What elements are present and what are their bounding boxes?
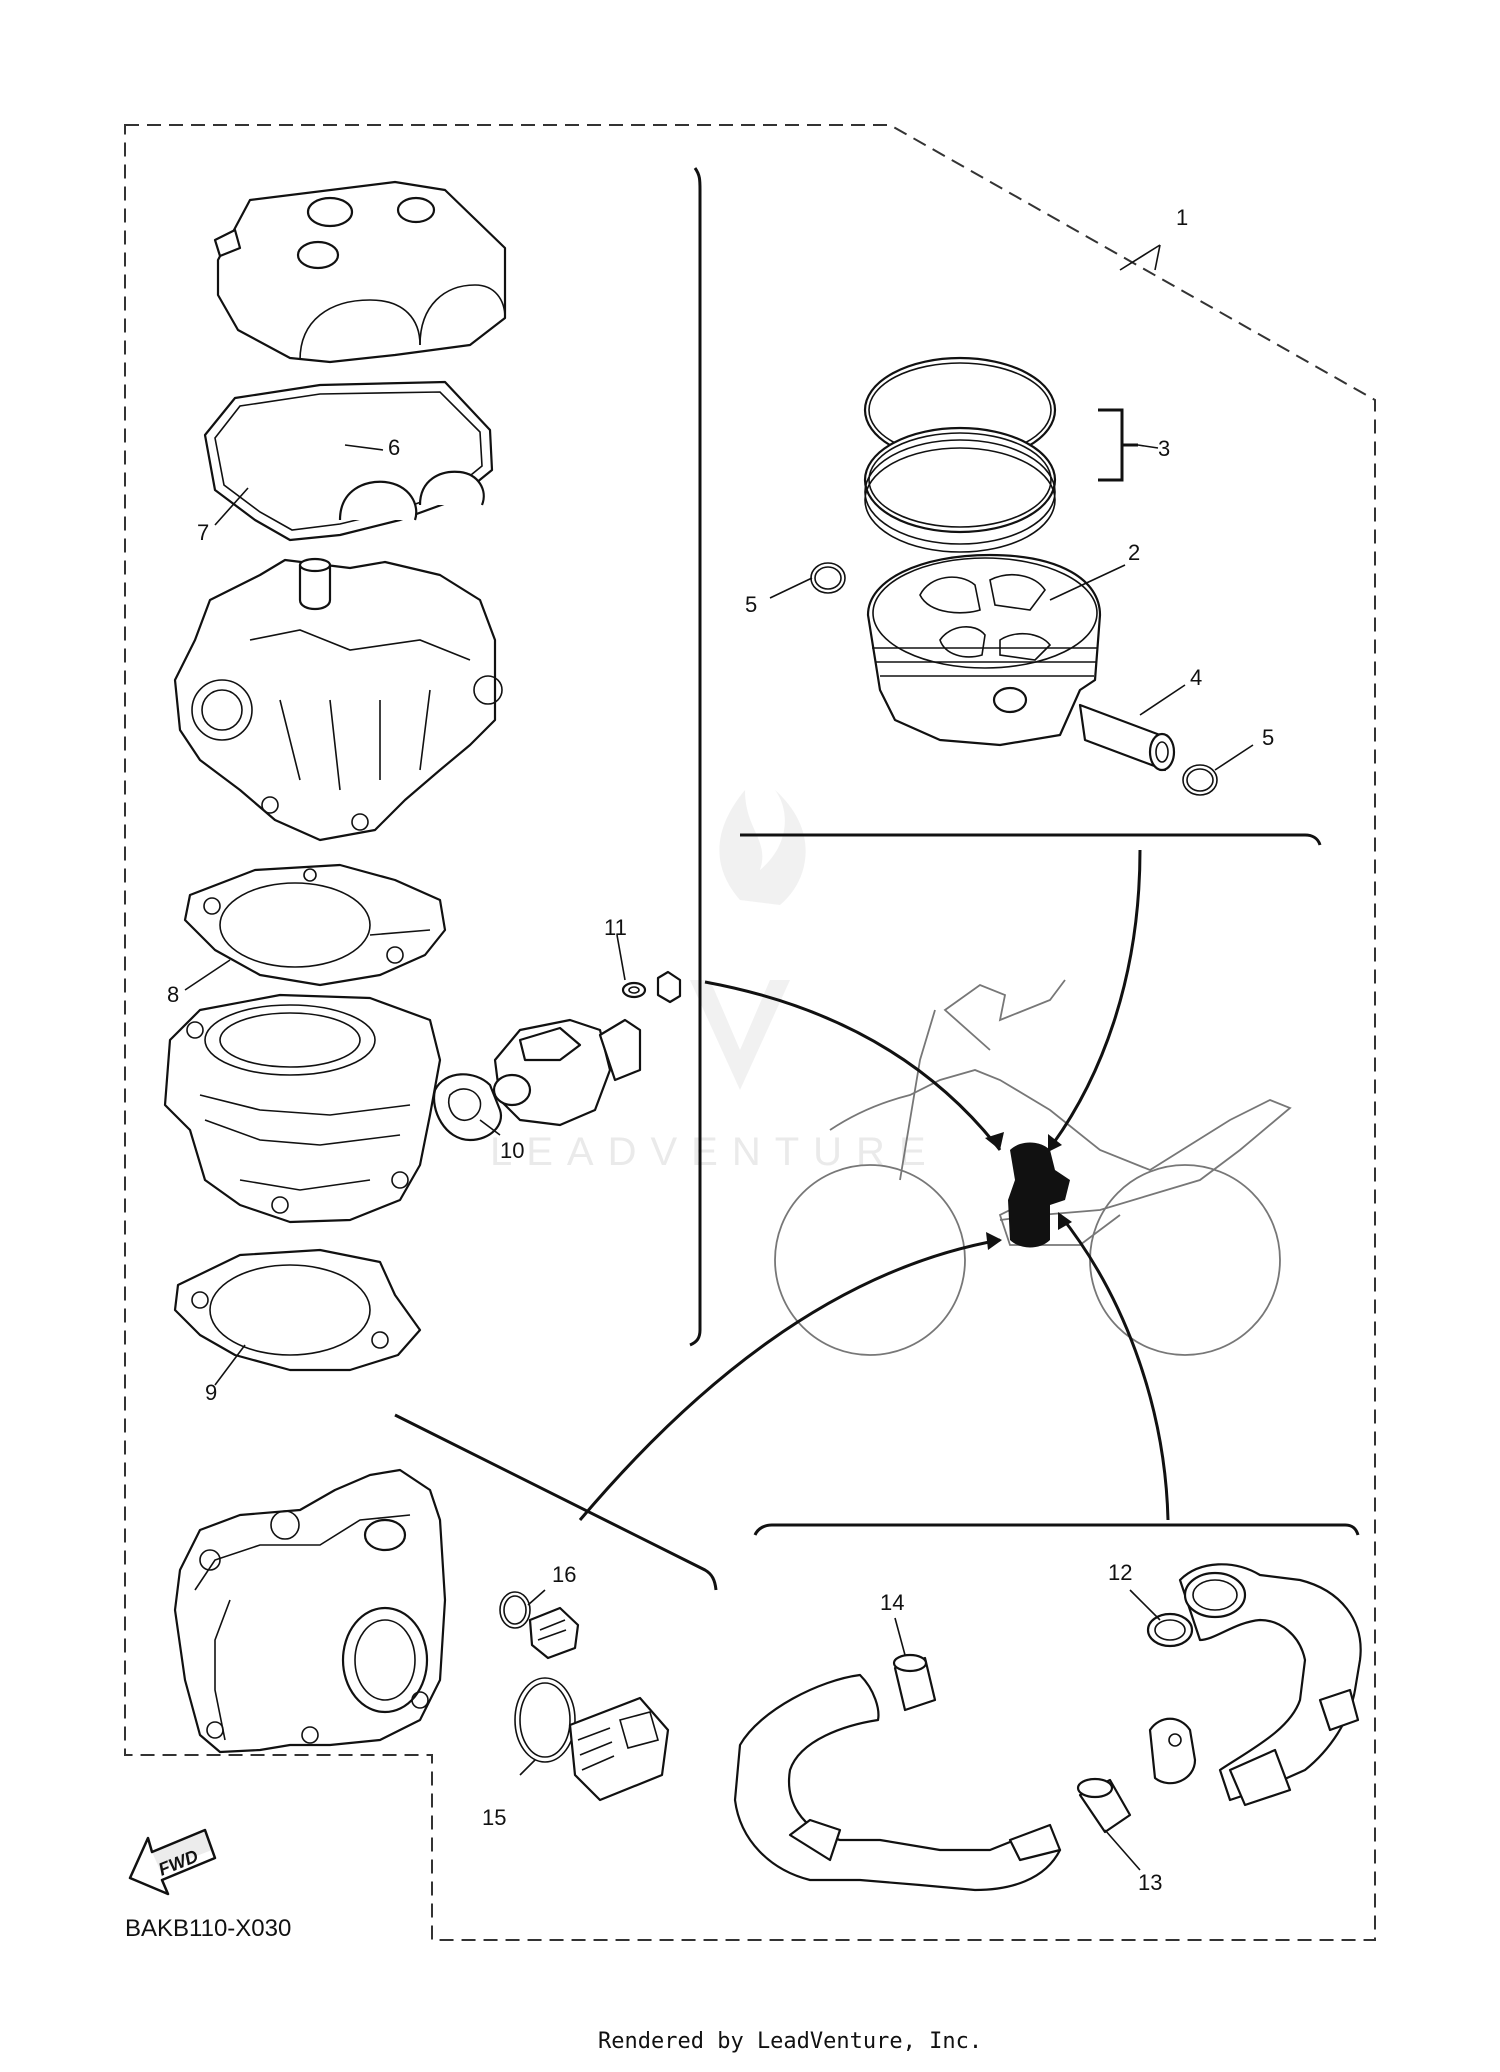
small-plug [528, 1606, 580, 1660]
cylinder-head-gasket [183, 863, 447, 987]
callout-12: 12 [1108, 1560, 1132, 1585]
watermark-text: LEADVENTURE [490, 1130, 940, 1174]
o-ring-small [499, 1591, 531, 1629]
crankcase-cover [173, 1468, 447, 1754]
cylinder-head [173, 557, 503, 842]
cylinder [163, 993, 442, 1224]
hose-clamp [1148, 1717, 1197, 1785]
callout-5-left: 5 [745, 592, 757, 617]
head-cover-gasket [203, 380, 494, 542]
callout-8: 8 [167, 982, 179, 1007]
rendered-by: Rendered by LeadVenture, Inc. [598, 2029, 982, 2054]
diagram-code: BAKB110-X030 [125, 1915, 291, 1942]
piston-rings [863, 356, 1138, 553]
callout-15: 15 [482, 1805, 506, 1830]
hose-joint-13 [1076, 1777, 1132, 1834]
piston-pin [1078, 703, 1176, 772]
fwd-arrow-icon: FWD [128, 1828, 217, 1896]
piston-pin-clip-right [1182, 764, 1218, 796]
callout-4: 4 [1190, 665, 1202, 690]
motorcycle-silhouette [774, 979, 1292, 1356]
callout-14: 14 [880, 1590, 904, 1615]
leader-lines [184, 244, 1254, 1871]
cover-box-divider [394, 1413, 718, 1591]
large-plug [568, 1696, 670, 1802]
callout-10: 10 [500, 1138, 524, 1163]
kit-boundary [124, 124, 1376, 1941]
pointer-arrows [578, 849, 1170, 1521]
o-ring-large [514, 1677, 576, 1763]
callout-2: 2 [1128, 540, 1140, 565]
left-column-divider [689, 167, 702, 1347]
hose-band-12 [1146, 1612, 1194, 1648]
callout-1: 1 [1176, 205, 1188, 230]
piston-pin-clip-left [810, 562, 846, 594]
pipe-box-divider [753, 1523, 1360, 1536]
callout-3: 3 [1158, 436, 1170, 461]
callout-7: 7 [197, 520, 209, 545]
callout-5-right: 5 [1262, 725, 1274, 750]
cylinder-base-gasket [173, 1248, 422, 1372]
callout-16: 16 [552, 1562, 576, 1587]
cylinder-head-cover [213, 180, 507, 364]
callout-13: 13 [1138, 1870, 1162, 1895]
coolant-hose-right [1178, 1563, 1362, 1807]
callout-6: 6 [388, 435, 400, 460]
piston-box-divider [740, 833, 1322, 846]
coolant-hose-left [733, 1673, 1062, 1892]
callout-11: 11 [604, 915, 627, 940]
callout-9: 9 [205, 1380, 217, 1405]
hose-joint-14 [892, 1653, 937, 1712]
piston [866, 553, 1102, 747]
engine-location-marker [1008, 1142, 1070, 1248]
chain-tensioner-assembly [432, 970, 682, 1142]
